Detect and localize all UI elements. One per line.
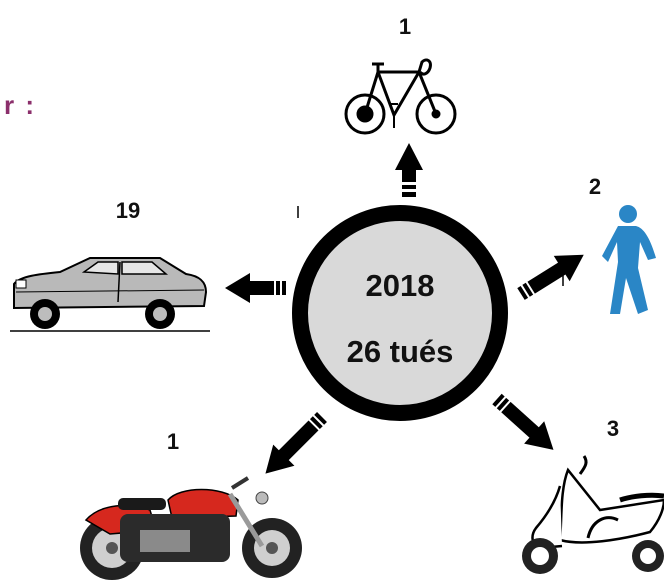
arrow-to-scooter [492,393,554,450]
arrow-to-motorcycle [265,412,327,474]
arrow-to-pedestrian [517,254,584,300]
bicycle-icon [344,58,457,135]
hub-total: 26 tués [346,334,454,369]
car-count: 19 [115,198,141,223]
scooter-count: 3 [606,416,620,441]
motorcycle-icon [80,476,302,580]
arrow-to-bicycle [395,143,423,197]
scooter-icon [522,455,664,574]
hub-circle [292,205,508,421]
corner-text: r : [4,90,36,120]
motorcycle-count: 1 [166,429,180,454]
pedestrian-icon [602,205,656,314]
car-icon [10,257,210,332]
bicycle-count: 1 [398,14,412,39]
pedestrian-count: 2 [588,174,602,199]
hub-year: 2018 [365,268,435,303]
arrow-to-car [225,273,286,303]
